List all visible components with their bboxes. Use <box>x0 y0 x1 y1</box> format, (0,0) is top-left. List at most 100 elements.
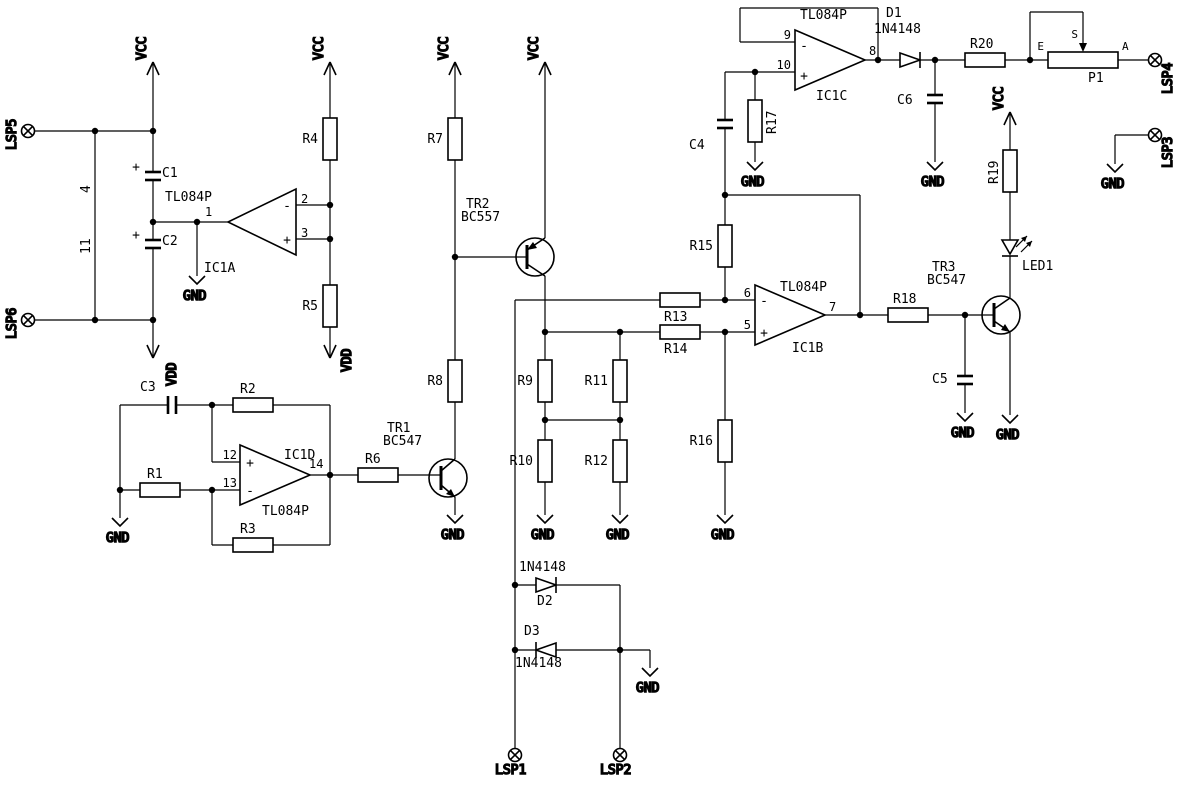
pin-number: 2 <box>301 192 308 206</box>
capacitor-c4: C4 <box>689 118 733 153</box>
resistor-r19: R19 <box>987 149 1018 193</box>
diode-d2: 1N4148 D2 <box>519 560 566 609</box>
emitter-arrow <box>446 489 455 497</box>
resistor-label: R5 <box>302 299 318 314</box>
vcc-label: VCC <box>312 37 327 60</box>
polarity-plus-sign: + <box>132 160 140 175</box>
vcc-label: VCC <box>992 87 1007 110</box>
transistor-part-label: BC547 <box>927 273 966 288</box>
gnd-symbol: GND <box>710 514 735 544</box>
opamp-name-label: IC1C <box>816 89 847 104</box>
opamp-part-label: TL084P <box>780 280 827 295</box>
gnd-label: GND <box>1101 177 1125 192</box>
gnd-symbol: GND <box>440 514 465 544</box>
resistor-r20: R20 <box>964 37 1006 68</box>
resistor-label: R14 <box>664 342 688 357</box>
resistor-label: R7 <box>427 132 443 147</box>
gnd-symbol: GND <box>950 412 975 442</box>
gnd-label: GND <box>106 531 130 546</box>
transistor-part-label: BC547 <box>383 434 422 449</box>
wiper-arrow <box>1079 43 1087 52</box>
opamp-triangle <box>226 187 297 257</box>
pad-lsp3-label: LSP3 <box>1161 137 1176 168</box>
led-name-label: LED1 <box>1022 259 1053 274</box>
minus-sign: - <box>283 199 291 214</box>
resistor-r3: R3 <box>232 522 274 553</box>
resistor-label: R17 <box>765 111 780 134</box>
transistor-name-label: TR1 <box>387 421 410 436</box>
diode-name-label: D2 <box>537 594 553 609</box>
capacitor-label: C2 <box>162 234 178 249</box>
transistor-tr1: TR1 BC547 <box>383 421 468 498</box>
opamp-triangle <box>239 443 313 507</box>
resistor-label: R18 <box>893 292 916 307</box>
vcc-symbol: VCC <box>991 86 1017 126</box>
vdd-symbol: VDD <box>146 344 181 387</box>
resistor-label: R3 <box>240 522 256 537</box>
gnd-label: GND <box>183 289 207 304</box>
junction-dots <box>91 56 1034 654</box>
pads: LSP5 LSP6 LSP1 LSP2 LSP4 LSP3 <box>4 52 1177 779</box>
opamp-name-label: IC1D <box>284 448 315 463</box>
emitter-arrow <box>1001 324 1010 332</box>
resistor-r6: R6 <box>357 452 399 483</box>
net-label-4: 4 <box>79 185 94 193</box>
pot-pin-s-label: S <box>1071 28 1078 41</box>
gnd-label: GND <box>996 428 1020 443</box>
gnd-label: GND <box>531 528 555 543</box>
transistor-name-label: TR3 <box>932 260 955 275</box>
capacitor-label: C6 <box>897 93 913 108</box>
gnd-label: GND <box>636 681 660 696</box>
plus-sign: + <box>246 456 254 471</box>
resistor-r1: R1 <box>139 467 181 498</box>
capacitor-c6: C6 <box>897 93 943 108</box>
vdd-label: VDD <box>165 362 180 386</box>
transistor-body <box>428 458 468 498</box>
transistor-tr3: TR3 BC547 <box>927 260 1021 335</box>
polarity-plus-sign: + <box>132 228 140 243</box>
gnd-symbol: GND <box>182 275 207 305</box>
gnd-symbol: GND <box>1100 163 1125 193</box>
pin-number: 12 <box>223 448 237 462</box>
pin-number: 14 <box>309 457 323 471</box>
capacitor-c5: C5 <box>932 372 973 387</box>
gnd-symbol: GND <box>530 514 555 544</box>
transistor-tr2: TR2 BC557 <box>461 197 555 277</box>
resistor-r8: R8 <box>427 359 463 403</box>
gnd-symbol: GND <box>740 161 765 191</box>
resistor-label: R10 <box>510 454 533 469</box>
transistor-body <box>981 295 1021 335</box>
pin-number: 3 <box>301 226 308 240</box>
pad-lsp4: LSP4 <box>1147 52 1177 95</box>
vcc-symbol: VCC <box>436 36 462 76</box>
capacitor-c3: C3 <box>140 380 178 414</box>
capacitor-c2: C2 + <box>132 228 178 250</box>
diode-name-label: D1 <box>886 6 902 21</box>
resistor-label: R9 <box>517 374 533 389</box>
resistor-r11: R11 <box>585 359 628 403</box>
resistor-r12: R12 <box>585 439 628 483</box>
pin-number: 13 <box>223 476 237 490</box>
capacitor-label: C3 <box>140 380 156 395</box>
pot-name-label: P1 <box>1088 71 1104 86</box>
pad-lsp1: LSP1 <box>494 747 527 779</box>
diode-name-label: D3 <box>524 624 540 639</box>
plus-sign: + <box>760 326 768 341</box>
gnd-symbol: GND <box>605 514 630 544</box>
resistor-r7: R7 <box>427 117 463 161</box>
pin-number: 6 <box>744 286 751 300</box>
opamp-triangle <box>754 283 828 347</box>
minus-sign: - <box>800 39 808 54</box>
resistor-r16: R16 <box>690 419 733 463</box>
opamp-triangle <box>794 28 868 92</box>
vcc-label: VCC <box>135 37 150 60</box>
pad-lsp5: LSP5 <box>4 118 36 151</box>
opamp-part-label: TL084P <box>262 504 309 519</box>
vcc-symbol: VCC <box>134 36 160 76</box>
resistor-label: R1 <box>147 467 163 482</box>
pin-number: 8 <box>869 44 876 58</box>
plus-sign: + <box>283 233 291 248</box>
plus-sign: + <box>800 69 808 84</box>
pad-lsp6-label: LSP6 <box>5 308 20 339</box>
